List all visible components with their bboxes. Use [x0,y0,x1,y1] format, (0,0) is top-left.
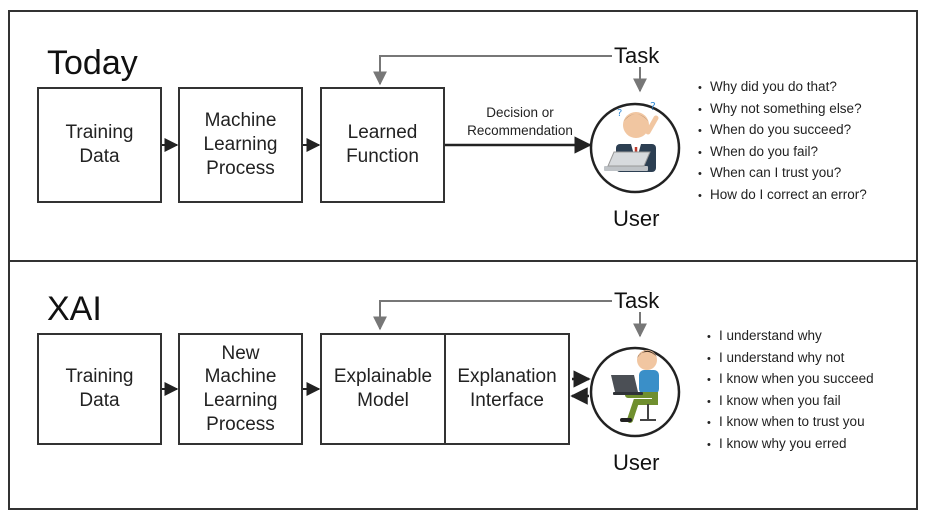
xai-explanation-interface-label: Explanation Interface [457,366,557,411]
xai-title: XAI [47,290,102,328]
list-item: When do you succeed? [698,120,867,142]
frustrated-user-icon: ? ? [589,100,681,194]
decision-label: Decision or Recommendation [467,105,573,139]
xai-task-label: Task [614,288,660,313]
list-item: When can I trust you? [698,163,867,185]
xai-explainable-model-box: Explainable Model [320,333,446,445]
list-item: How do I correct an error? [698,185,867,207]
list-item: When do you fail? [698,142,867,164]
list-item: I know when to trust you [707,412,874,434]
list-item: I understand why [707,326,874,348]
svg-text:?: ? [617,108,622,119]
today-ml-process-label: Machine Learning Process [203,110,278,179]
satisfied-user-icon [589,346,681,438]
list-item: I know why you erred [707,434,874,456]
today-task-feedback-arrow [373,55,612,86]
today-user-label: User [613,206,660,231]
xai-user-label: User [613,450,660,475]
list-item: Why not something else? [698,99,867,121]
xai-new-ml-process-box: New Machine Learning Process [178,333,303,445]
today-title: Today [47,44,138,82]
today-training-data-label: Training Data [65,122,134,167]
list-item: Why did you do that? [698,77,867,99]
svg-text:?: ? [650,100,656,113]
today-learned-function-box: Learned Function [320,87,445,203]
list-item: I understand why not [707,348,874,370]
xai-statements-list: I understand why I understand why not I … [707,326,874,455]
today-learned-function-label: Learned Function [346,122,419,167]
xai-task-feedback-arrow [373,300,612,331]
today-task-label: Task [614,43,660,68]
today-ml-process-box: Machine Learning Process [178,87,303,203]
list-item: I know when you fail [707,391,874,413]
xai-new-ml-process-label: New Machine Learning Process [203,342,278,435]
xai-explainable-model-label: Explainable Model [333,366,433,411]
list-item: I know when you succeed [707,369,874,391]
xai-training-data-box: Training Data [37,333,162,445]
xai-explanation-interface-box: Explanation Interface [444,333,570,445]
xai-training-data-label: Training Data [65,366,134,411]
today-questions-list: Why did you do that? Why not something e… [698,77,867,206]
today-training-data-box: Training Data [37,87,162,203]
